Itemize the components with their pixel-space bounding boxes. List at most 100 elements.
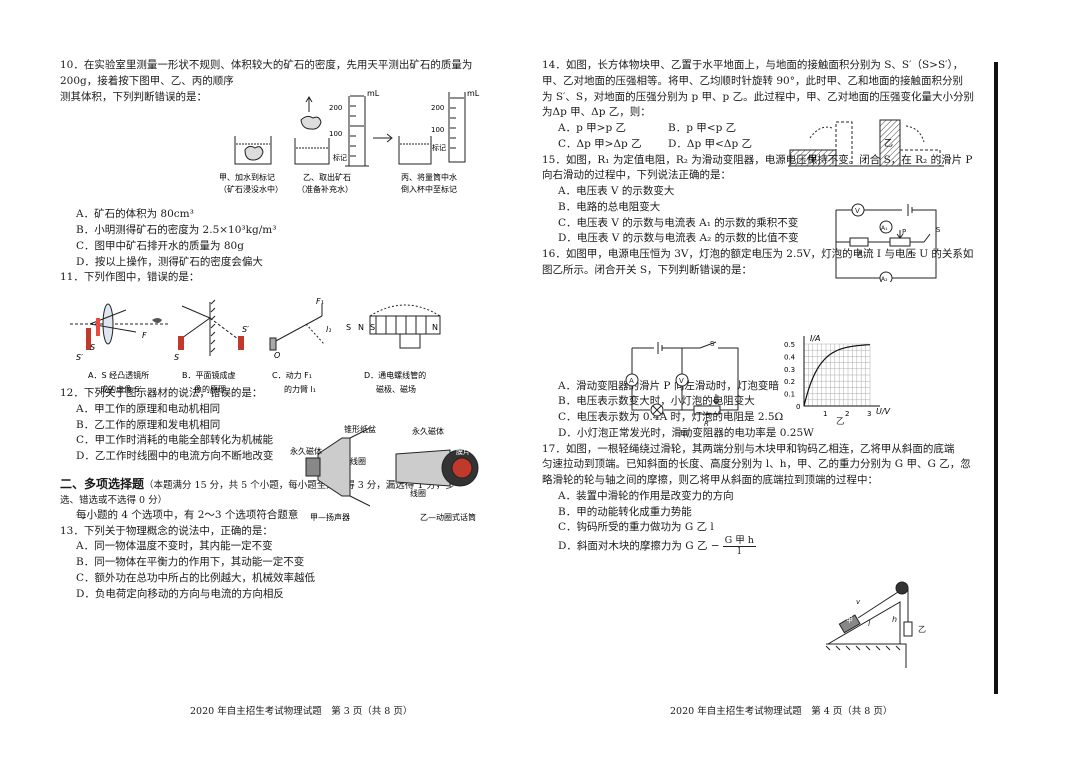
q17-label-l: l: [868, 619, 871, 628]
cyl2-tick-200: 200: [431, 104, 444, 112]
rheostat-icon: [693, 405, 721, 415]
lever-diagram: [269, 304, 325, 351]
dynamic-microphone-icon: [395, 449, 479, 487]
q11-caption-c1: C．动力 F₁: [272, 370, 312, 380]
q11-caption-c2: 的力臂 l₁: [284, 384, 316, 394]
y-tick-label: 0.2: [784, 378, 795, 386]
q11-caption-d1: D．通电螺线管的: [364, 370, 426, 380]
q14-stem-line1: 14．如图，长方体物块甲、乙置于水平地面上，与地面的接触面积分别为 S、S′（S…: [542, 59, 964, 71]
q12-label-cone: 锥形纸盆: [344, 424, 376, 434]
y-tick-label: 0.5: [784, 341, 795, 349]
q12-label-coil: 线圈: [350, 456, 366, 466]
q15-option-d: D．电压表 V 的示数与电流表 A₂ 的示数的比值不变: [558, 232, 799, 245]
q16-figure-space: [542, 279, 1004, 379]
q15-option-a: A．电压表 V 的示数变大: [558, 185, 675, 197]
q11-figure: F S S′ S S′ F₁ l₁ O: [70, 298, 441, 394]
incline-icon: [827, 601, 901, 645]
q11c-label-l1: l₁: [326, 325, 331, 334]
q16-stem-line2: 图乙所示。闭合开关 S，下列判断错误的是：: [542, 263, 753, 276]
mark-label-1: 标记: [333, 153, 347, 162]
footer-left: 2020 年自主招生考试物理试题 第 3 页（共 8 页）: [190, 706, 413, 717]
q11c-label-f1: F₁: [316, 298, 324, 306]
x-tick-label: 1: [823, 410, 827, 418]
q11a-label-f: F: [142, 331, 147, 340]
q16-chart-xlabel: U/V: [876, 407, 891, 416]
plane-mirror-diagram: [178, 299, 244, 356]
q17-option-d-text: D．斜面对木块的摩擦力为 G 乙 −: [558, 540, 720, 553]
section-2-hint: 每小题的 4 个选项中，有 2～3 个选项符合题意: [76, 508, 299, 521]
block-jia-rotated: [835, 121, 853, 167]
q12-label-diaphragm: 膜片: [456, 447, 470, 456]
q17-label-yi: 乙: [918, 625, 926, 634]
q17-option-a: A．装置中滑轮的作用是改变力的方向: [558, 489, 734, 502]
q12-option-a: A．甲工作的原理和电动机相同: [76, 402, 221, 415]
graduated-cylinder-yi-icon: [345, 95, 369, 167]
q10-option-a: A．矿石的体积为 80cm³: [76, 208, 194, 221]
q17-fraction-numerator: G 甲 h: [722, 535, 756, 548]
rotate-arrow-jia-icon: [809, 126, 833, 139]
ammeter-icon: [625, 373, 639, 387]
q13-option-a: A．同一物体温度不变时，其内能一定不变: [76, 540, 273, 553]
q15-circuit: V A₁ R₁ R₂ P S A₂: [835, 203, 941, 282]
arrow-right-icon: [373, 133, 393, 143]
q15-label-v: V: [855, 207, 860, 215]
q11d-label-s: S: [346, 323, 351, 332]
q12-label-magnet2: 永久磁体: [412, 426, 444, 436]
q15-stem-line1: 15．如图，R₁ 为定值电阻，R₂ 为滑动变阻器，电源电压保持不变。闭合 S，在…: [542, 153, 973, 166]
binding-edge-bar: [994, 62, 998, 694]
cyl1-tick-200: 200: [329, 104, 342, 112]
q16-label-s: S: [710, 340, 715, 348]
graduated-cylinder-bing-icon: [448, 92, 466, 163]
right-page: 14．如图，长方体物块甲、乙置于水平地面上，与地面的接触面积分别为 S、S′（S…: [542, 58, 1004, 558]
q11a-label-s: S: [90, 343, 95, 352]
q11-caption-d2: 磁极、磁场: [376, 384, 416, 394]
q16-chart-ylabel: I/A: [810, 334, 821, 343]
q17-stem-line1: 17．如图，一根轻绳绕过滑轮，其两端分别与木块甲和钩码乙相连，乙将甲从斜面的底端: [542, 442, 955, 455]
q14-label-jia: 甲: [808, 154, 817, 165]
q17-option-d-fraction: G 甲 h l: [722, 535, 756, 558]
question-13: 13．下列关于物理概念的说法中，正确的是： A．同一物体温度不变时，其内能一定不…: [60, 524, 522, 603]
cyl1-tick-100: 100: [329, 130, 342, 138]
q17-figure: 甲 乙 v l h: [826, 581, 926, 668]
q17-option-d: D．斜面对木块的摩擦力为 G 乙 − G 甲 h l: [542, 535, 1004, 558]
q12-option-c: C．甲工作时消耗的电能全部转化为机械能: [76, 434, 274, 447]
q15-option-b: B．电路的总电阻变大: [558, 200, 661, 213]
q11b-label-s: S: [174, 353, 179, 362]
q10-caption-jia-2: （矿石浸没水中）: [219, 184, 283, 194]
question-14: 14．如图，长方体物块甲、乙置于水平地面上，与地面的接触面积分别为 S、S′（S…: [542, 58, 1004, 153]
q13-option-d: D．负电荷定向移动的方向与电流的方向相反: [76, 587, 284, 600]
q11d-label-s2: S: [370, 323, 375, 332]
q11a-label-sp: S′: [76, 353, 83, 362]
q15-stem-line2: 向右滑动的过程中，下列说法正确的是：: [542, 169, 731, 182]
q16-caption-jia: 甲: [680, 430, 689, 440]
q12-option-b: B．乙工作的原理和发电机相同: [76, 418, 221, 431]
block-jia-icon: [838, 614, 861, 634]
q11d-label-n2: N: [432, 323, 438, 332]
q17-label-h: h: [892, 615, 897, 624]
q17-option-b: B．甲的动能转化成重力势能: [558, 505, 692, 518]
q14-options-row1: A．p 甲>p 乙 B．p 甲<p 乙: [542, 121, 1004, 137]
convex-lens-diagram: [70, 303, 170, 350]
section-2-title: 二、多项选择题: [60, 476, 145, 491]
q14-label-yi: 乙: [884, 138, 893, 149]
section-2-note-line2: 选、错选或不选得 0 分）: [60, 494, 168, 506]
q14-stem-line4: 为Δp 甲、Δp 乙，则：: [542, 106, 651, 119]
q11-caption-a2: 成的虚像 S′: [100, 384, 142, 394]
q10-caption-bing-2: 倒入杯中至标记: [401, 184, 457, 194]
q11-stem: 11．下列作图中，错误的是：: [60, 271, 200, 284]
q15-label-r2: R₂: [908, 250, 916, 258]
question-11: 11．下列作图中，错误的是：: [60, 270, 522, 386]
q16-option-d: D．小灯泡正常发光时，滑动变阻器的电功率是 0.25W: [558, 426, 814, 439]
q16-circuit: A V R S: [625, 340, 739, 428]
q10-stem-line1: 10．在实验室里测量一形状不规则、体积较大的矿石的密度，先用天平测出矿石的质量为: [60, 59, 473, 71]
q16-caption-yi: 乙: [836, 417, 845, 427]
section-2-note-line1: （本题满分 15 分，共 5 个小题，每小题全选对得 3 分，漏选得 1 分，多: [144, 479, 455, 491]
q17-stem-line3: 略滑轮的轮与轴之间的摩擦，则乙将甲从斜面的底端拉到顶端的过程中：: [542, 474, 878, 486]
q14-option-d: D．Δp 甲<Δp 乙: [668, 137, 752, 150]
q13-option-c: C．额外功在总功中所占的比例越大，机械效率越低: [76, 571, 316, 584]
q12-caption-yi: 乙—动圈式话筒: [420, 512, 476, 522]
q11-caption-b1: B．平面镜成虚: [182, 370, 236, 380]
q16-iu-curve: [803, 344, 871, 407]
